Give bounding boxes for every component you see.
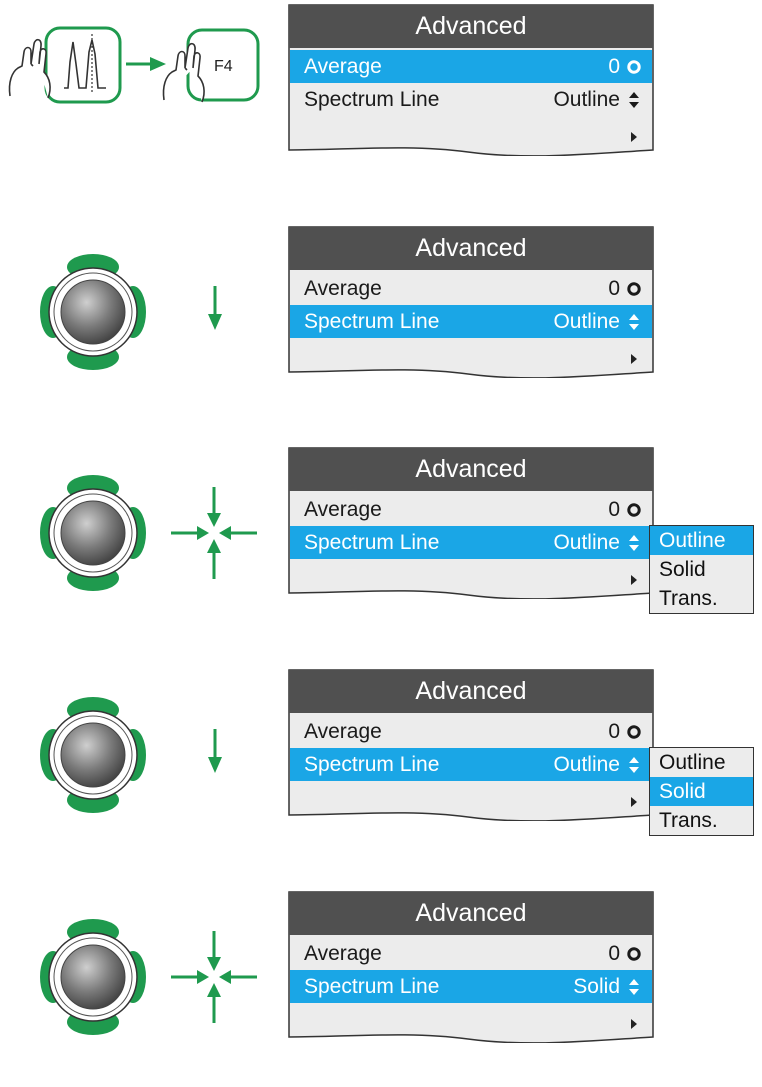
radio-icon [626, 50, 642, 83]
radio-icon [626, 272, 642, 305]
menu-item-value: Outline [553, 88, 620, 111]
dropdown-option-outline[interactable]: Outline [659, 751, 726, 774]
menu-item-spectrum-line[interactable]: Spectrum Line Outline [290, 83, 652, 116]
dropdown-option-trans[interactable]: Trans. [659, 809, 718, 832]
dropdown-option-solid[interactable]: Solid [659, 558, 706, 581]
radio-icon [626, 937, 642, 970]
dropdown-option-trans[interactable]: Trans. [659, 587, 718, 610]
more-arrow-icon[interactable] [630, 573, 638, 585]
menu-item-average[interactable]: Average 0 [290, 715, 652, 748]
radio-icon [626, 493, 642, 526]
menu-item-label: Average [304, 498, 382, 521]
menu-item-spectrum-line[interactable]: Spectrum Line Outline [290, 305, 652, 338]
hand-spectrum-key-icon [6, 22, 126, 111]
menu-item-label: Average [304, 942, 382, 965]
menu-item-label: Spectrum Line [304, 531, 440, 554]
menu-item-value: 0 [608, 720, 620, 743]
menu-item-value: Outline [553, 753, 620, 776]
dropdown-option-outline[interactable]: Outline [650, 526, 753, 555]
menu-title: Advanced [415, 234, 527, 262]
press-icon [169, 485, 259, 586]
menu-item-value: 0 [608, 277, 620, 300]
updown-icon [626, 970, 642, 1003]
f4-key-label: F4 [214, 58, 233, 75]
rotary-knob-icon [38, 473, 148, 598]
more-arrow-icon[interactable] [630, 130, 638, 142]
menu-item-value: Outline [553, 531, 620, 554]
rotary-knob-icon [38, 252, 148, 377]
radio-icon [626, 715, 642, 748]
menu-item-label: Spectrum Line [304, 310, 440, 333]
press-icon [169, 929, 259, 1030]
menu-title: Advanced [415, 455, 527, 483]
updown-icon [626, 748, 642, 781]
menu-item-value: 0 [608, 498, 620, 521]
menu-item-spectrum-line[interactable]: Spectrum Line Solid [290, 970, 652, 1003]
arrow-right-icon [124, 54, 168, 79]
menu-item-spectrum-line[interactable]: Spectrum Line Outline [290, 526, 652, 559]
menu-item-value: 0 [608, 942, 620, 965]
hand-f4-key-icon: F4 [160, 24, 264, 113]
menu-item-label: Spectrum Line [304, 975, 440, 998]
rotary-knob-icon [38, 695, 148, 820]
rotary-knob-icon [38, 917, 148, 1042]
menu-item-value: Outline [553, 310, 620, 333]
menu-item-value: Solid [573, 975, 620, 998]
updown-icon [626, 305, 642, 338]
menu-title: Advanced [415, 12, 527, 40]
menu-item-label: Spectrum Line [304, 753, 440, 776]
menu-item-value: 0 [608, 55, 620, 78]
menu-item-label: Spectrum Line [304, 88, 440, 111]
more-arrow-icon[interactable] [630, 1017, 638, 1029]
more-arrow-icon[interactable] [630, 352, 638, 364]
menu-item-spectrum-line[interactable]: Spectrum Line Outline [290, 748, 652, 781]
menu-title: Advanced [415, 677, 527, 705]
arrow-down-icon [205, 284, 225, 339]
menu-item-label: Average [304, 720, 382, 743]
menu-item-average[interactable]: Average 0 [290, 272, 652, 305]
arrow-down-icon [205, 727, 225, 782]
dropdown-option-solid[interactable]: Solid [650, 777, 753, 806]
menu-item-label: Average [304, 55, 382, 78]
menu-title: Advanced [415, 899, 527, 927]
menu-item-average[interactable]: Average 0 [290, 50, 652, 83]
menu-item-average[interactable]: Average 0 [290, 493, 652, 526]
menu-item-average[interactable]: Average 0 [290, 937, 652, 970]
more-arrow-icon[interactable] [630, 795, 638, 807]
updown-icon [626, 526, 642, 559]
menu-item-label: Average [304, 277, 382, 300]
updown-icon [626, 83, 642, 116]
